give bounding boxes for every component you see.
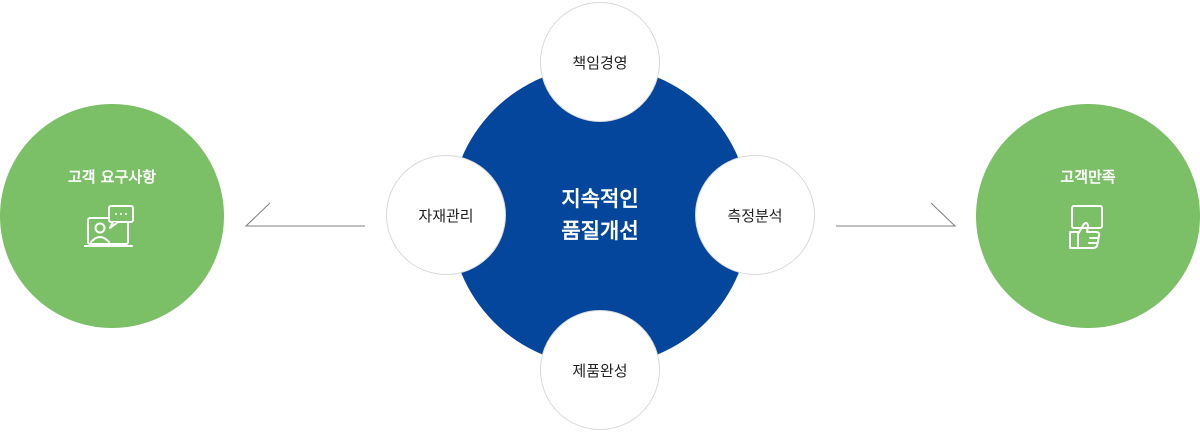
left-connector-arrow xyxy=(244,202,365,227)
node-responsible-management: 책임경영 xyxy=(540,2,660,122)
thumbs-up-icon xyxy=(1069,205,1103,249)
customer-support-laptop-icon xyxy=(84,205,134,247)
core-title: 지속적인 품질개선 xyxy=(500,183,700,247)
customer-satisfaction-label: 고객만족 xyxy=(1060,168,1116,186)
right-connector-arrow xyxy=(836,202,957,227)
customer-requirements-label: 고객 요구사항 xyxy=(67,168,157,186)
node-product-completion: 제품완성 xyxy=(540,310,660,430)
node-material-management: 자재관리 xyxy=(386,155,506,275)
node-measurement-analysis: 측정분석 xyxy=(695,155,815,275)
customer-requirements-circle: 고객 요구사항 xyxy=(0,104,224,328)
core-title-line1: 지속적인 xyxy=(561,187,639,211)
customer-satisfaction-circle: 고객만족 xyxy=(976,104,1200,328)
core-title-line2: 품질개선 xyxy=(561,219,639,243)
